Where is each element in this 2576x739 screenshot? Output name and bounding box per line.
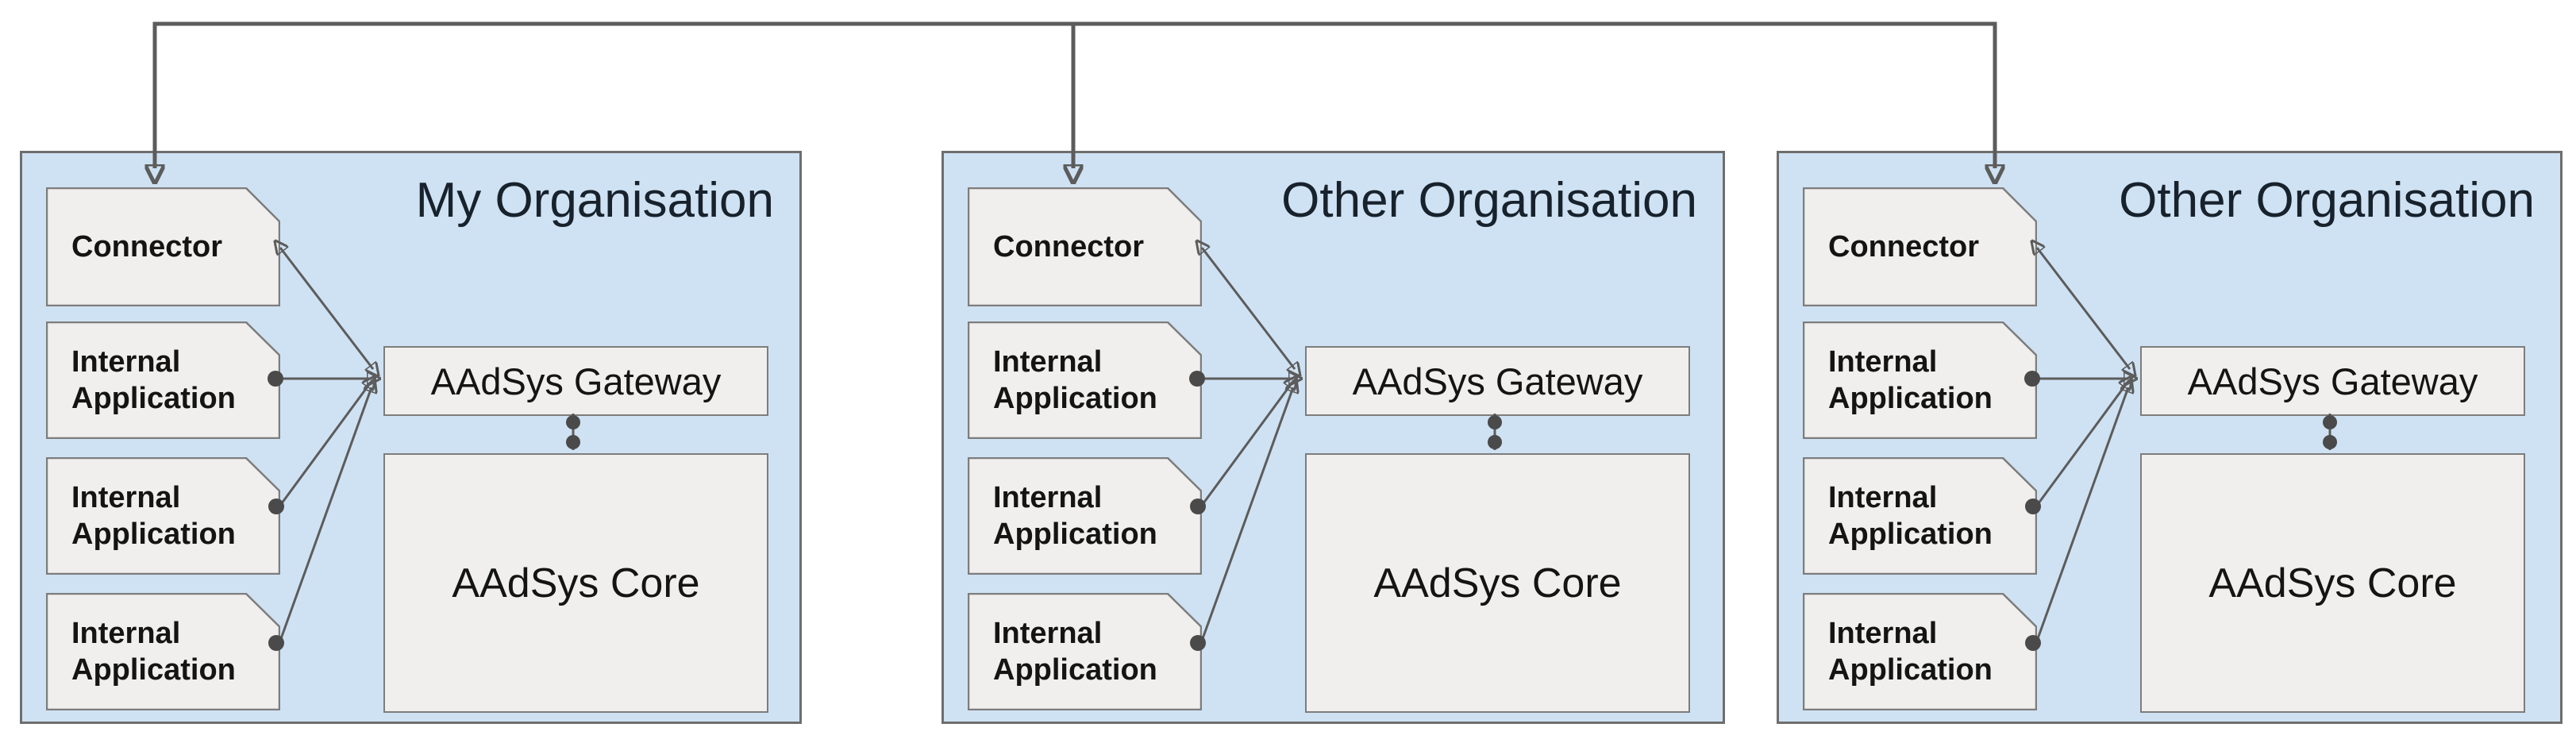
internal-application-label: Internal Application — [1828, 344, 1993, 415]
internal-application-label: Internal Application — [993, 344, 1157, 415]
organisation-title: Other Organisation — [1281, 173, 1697, 228]
internal-application-card: Internal Application — [46, 457, 280, 575]
gateway-label: AAdSys Gateway — [1352, 360, 1643, 402]
organisation-box-2: Other Organisation Connector Internal Ap… — [941, 151, 1725, 724]
card-outline — [1803, 593, 2037, 710]
internal-application-label: Internal Application — [71, 344, 236, 415]
core-box: AAdSys Core — [2140, 453, 2525, 713]
internal-application-card: Internal Application — [1803, 593, 2037, 710]
card-shape — [46, 593, 280, 710]
internal-application-label: Internal Application — [1828, 616, 1993, 687]
card-shape — [1803, 593, 2037, 710]
internal-application-label: Internal Application — [1828, 480, 1993, 551]
core-label: AAdSys Core — [452, 560, 700, 606]
connector-card: Connector — [46, 187, 280, 306]
internal-application-label: Internal Application — [993, 480, 1157, 551]
gateway-box: AAdSys Gateway — [1305, 346, 1690, 416]
connector-card: Connector — [1803, 187, 2037, 306]
internal-application-card: Internal Application — [46, 321, 280, 439]
internal-application-card: Internal Application — [1803, 321, 2037, 439]
connector-label: Connector — [1828, 229, 1979, 264]
gateway-box: AAdSys Gateway — [2140, 346, 2525, 416]
connector-card: Connector — [968, 187, 1202, 306]
gateway-box: AAdSys Gateway — [383, 346, 768, 416]
core-label: AAdSys Core — [2208, 560, 2457, 606]
card-outline — [968, 593, 1202, 710]
connector-label: Connector — [71, 229, 222, 264]
core-box: AAdSys Core — [383, 453, 768, 713]
card-shape — [968, 593, 1202, 710]
gateway-label: AAdSys Gateway — [2187, 360, 2478, 402]
gateway-label: AAdSys Gateway — [430, 360, 722, 402]
internal-application-label: Internal Application — [993, 616, 1157, 687]
internal-application-card: Internal Application — [968, 593, 1202, 710]
organisation-box-1: My Organisation Connector Internal Appli… — [20, 151, 802, 724]
internal-application-card: Internal Application — [46, 593, 280, 710]
organisation-title: My Organisation — [415, 173, 774, 228]
core-box: AAdSys Core — [1305, 453, 1690, 713]
card-outline — [46, 593, 280, 710]
internal-application-label: Internal Application — [71, 480, 236, 551]
organisation-box-3: Other Organisation Connector Internal Ap… — [1777, 151, 2563, 724]
internal-application-card: Internal Application — [968, 321, 1202, 439]
organisation-title: Other Organisation — [2119, 173, 2535, 228]
internal-application-card: Internal Application — [1803, 457, 2037, 575]
internal-application-card: Internal Application — [968, 457, 1202, 575]
connector-label: Connector — [993, 229, 1144, 264]
core-label: AAdSys Core — [1373, 560, 1622, 606]
internal-application-label: Internal Application — [71, 616, 236, 687]
